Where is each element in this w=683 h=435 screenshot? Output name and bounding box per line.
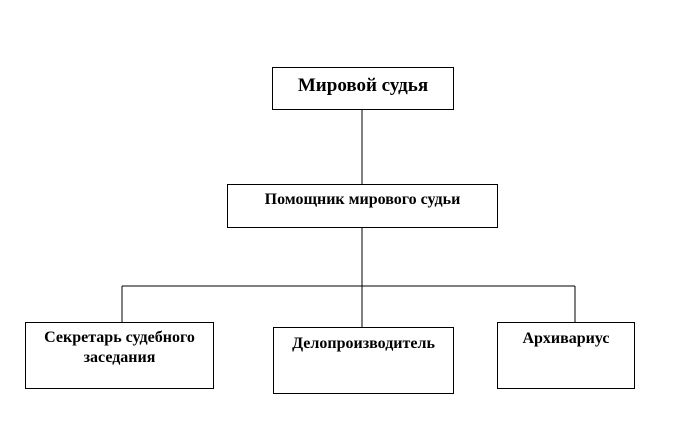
- node-court-secretary-label-line1: Секретарь судебного: [44, 329, 195, 346]
- node-court-secretary: Секретарь судебного заседания: [25, 322, 214, 389]
- node-judge-assistant: Помощник мирового судьи: [227, 184, 498, 228]
- node-records-clerk: Делопроизводитель: [273, 327, 454, 394]
- node-archivist: Архивариус: [497, 322, 635, 389]
- node-records-clerk-label: Делопроизводитель: [292, 335, 435, 352]
- node-magistrate-judge: Мировой судья: [272, 67, 454, 110]
- node-archivist-label: Архивариус: [522, 330, 610, 347]
- node-magistrate-judge-label: Мировой судья: [297, 75, 429, 96]
- node-court-secretary-label-line2: заседания: [83, 349, 156, 366]
- node-judge-assistant-label: Помощник мирового судьи: [264, 191, 461, 208]
